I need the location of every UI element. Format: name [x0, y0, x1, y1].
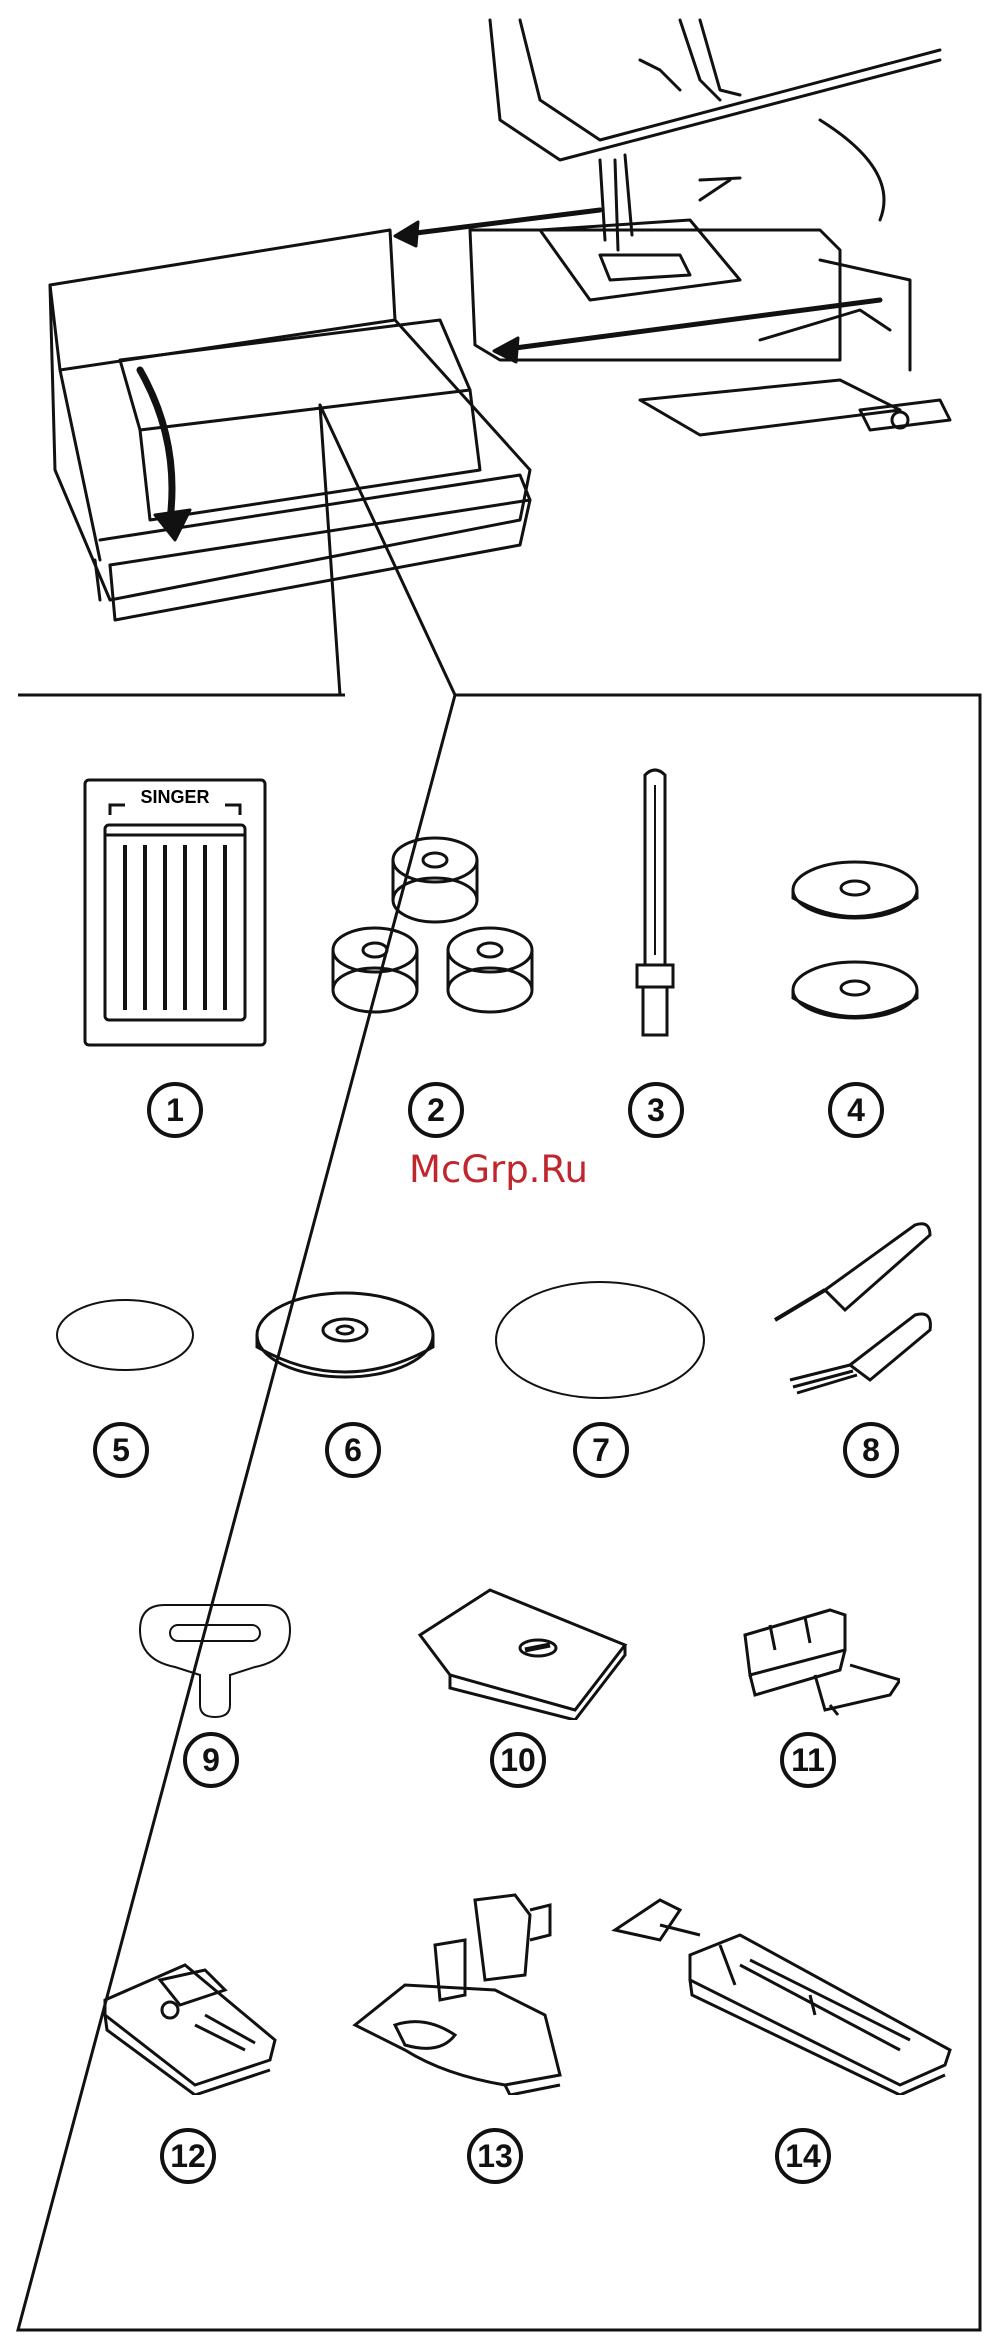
buttonhole-foot-icon	[610, 1885, 960, 2095]
large-spool-cap-icon	[490, 1275, 710, 1405]
needle-pack-icon	[80, 775, 270, 1055]
satin-stitch-foot-icon	[95, 1955, 285, 2095]
item-number-12: 12	[160, 2128, 216, 2184]
spool-holder-net-icon	[135, 1595, 295, 1725]
item-needle-pack: SINGER	[80, 775, 270, 1055]
item-number-7: 7	[573, 1422, 629, 1478]
item-number-4: 4	[828, 1082, 884, 1138]
item-number-11: 11	[780, 1732, 836, 1788]
item-number-5: 5	[93, 1422, 149, 1478]
item-number-8: 8	[843, 1422, 899, 1478]
sewing-machine-illustration	[0, 0, 997, 700]
buttonsewing-foot-icon	[345, 1885, 585, 2095]
small-spool-cap-icon	[50, 1290, 200, 1380]
item-number-1: 1	[147, 1082, 203, 1138]
bobbins-icon	[325, 830, 545, 1030]
item-number-13: 13	[467, 2128, 523, 2184]
seam-ripper-lint-brush-icon	[765, 1215, 945, 1395]
item-number-9: 9	[183, 1732, 239, 1788]
darning-plate-icon	[410, 1580, 630, 1720]
spool-pin-felts-icon	[785, 850, 925, 1050]
watermark: McGrp.Ru	[0, 1148, 997, 1191]
item-number-6: 6	[325, 1422, 381, 1478]
spool-cap-icon	[250, 1285, 440, 1405]
item-number-10: 10	[490, 1732, 546, 1788]
needle-pack-brand: SINGER	[125, 787, 225, 808]
spool-pin-icon	[615, 765, 695, 1045]
zipper-foot-icon	[730, 1595, 900, 1725]
item-number-3: 3	[628, 1082, 684, 1138]
item-number-14: 14	[775, 2128, 831, 2184]
item-number-2: 2	[408, 1082, 464, 1138]
